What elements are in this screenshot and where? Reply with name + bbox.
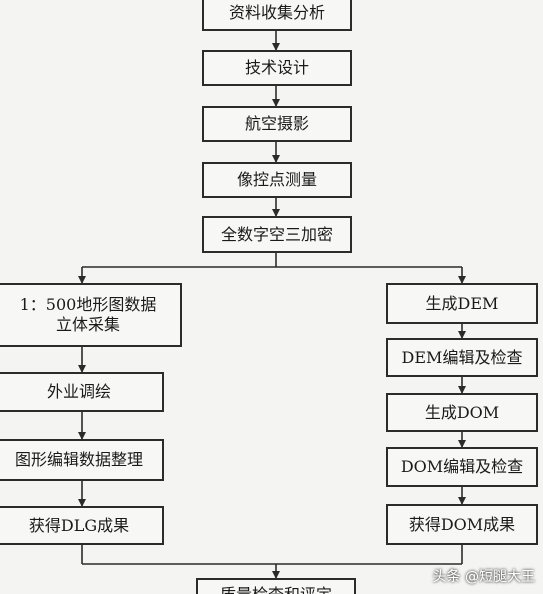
step-aerotriangulation: 全数字空三加密 (202, 216, 352, 253)
step-label: 技术设计 (244, 58, 309, 77)
step-label: 获得DLG成果 (28, 515, 130, 535)
step-stereo-collection: 1：500地形图数据 立体采集 (0, 283, 182, 347)
step-label: 资料收集分析 (228, 2, 325, 22)
step-get-dom: 获得DOM成果 (386, 504, 538, 545)
step-label: 全数字空三加密 (220, 224, 333, 244)
step-label: 质量检查和评定 (220, 585, 332, 594)
step-label: DOM编辑及检查 (400, 457, 524, 476)
step-dom-edit-check: DOM编辑及检查 (386, 447, 538, 487)
step-label: 图形编辑数据整理 (14, 450, 143, 469)
step-label: 获得DOM成果 (408, 514, 516, 534)
step-label-line-1: 1：500地形图数据 (19, 295, 157, 314)
step-label: 航空摄影 (244, 114, 309, 133)
step-label-line-2: 立体采集 (55, 315, 120, 334)
step-graphic-editing: 图形编辑数据整理 (0, 439, 164, 481)
step-generate-dom: 生成DOM (386, 393, 538, 432)
step-label: 像控点测量 (236, 170, 317, 189)
step-dem-edit-check: DEM编辑及检查 (386, 338, 538, 377)
watermark: 头条 @短腿大王 (432, 569, 535, 585)
step-control-point-survey: 像控点测量 (202, 162, 352, 198)
step-label: 外业调绘 (46, 382, 111, 401)
step-quality-inspection: 质量检查和评定 (196, 578, 356, 594)
step-data-collection-analysis: 资料收集分析 (202, 0, 352, 31)
step-label: 生成DOM (424, 402, 500, 422)
step-generate-dem: 生成DEM (386, 283, 538, 324)
step-label: 生成DEM (425, 293, 499, 313)
step-technical-design: 技术设计 (202, 50, 352, 86)
step-label: DEM编辑及检查 (401, 347, 523, 367)
step-field-annotation: 外业调绘 (0, 372, 164, 412)
step-get-dlg: 获得DLG成果 (0, 506, 164, 545)
step-aerial-photography: 航空摄影 (202, 106, 352, 142)
